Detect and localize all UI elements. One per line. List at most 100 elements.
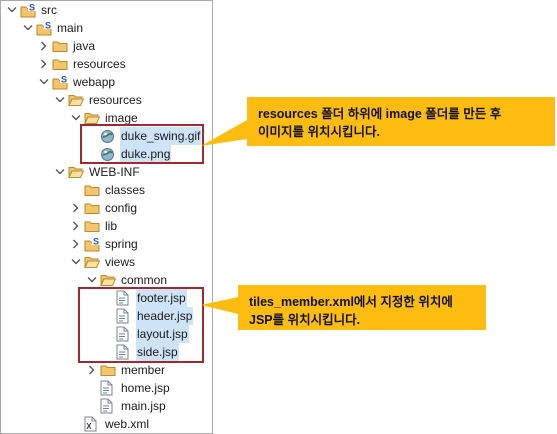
chevron-down-icon[interactable] (23, 19, 33, 37)
jsp-file-icon (100, 379, 117, 397)
tree-item-label: resources (73, 57, 126, 71)
jsp-file-icon (116, 289, 133, 307)
svg-text:X: X (86, 422, 92, 431)
tree-item-label: webapp (73, 75, 116, 89)
tree-item-footer[interactable]: footer.jsp (103, 289, 187, 307)
jsp-file-icon (116, 325, 133, 343)
folder-open-icon (84, 253, 101, 271)
svg-text:S: S (29, 3, 35, 13)
tree-item-label: common (121, 273, 168, 287)
tree-item-label: views (105, 255, 136, 269)
tree-item-label: lib (105, 219, 118, 233)
source-folder-icon: S (52, 73, 69, 91)
tree-item-label: spring (105, 237, 138, 251)
tree-item-label: side.jsp (136, 343, 179, 361)
image-callout-line-1: resources 폴더 하위에 image 폴더를 만든 후 (258, 107, 502, 121)
folder-icon (100, 361, 117, 379)
tree-item-label: duke_swing.gif (120, 127, 202, 145)
chevron-right-icon[interactable] (39, 37, 49, 55)
folder-open-icon (100, 271, 117, 289)
tree-item-label: footer.jsp (136, 289, 187, 307)
tree-item-label: java (73, 39, 96, 53)
tree-item-views[interactable]: views (71, 253, 136, 271)
tree-item-config[interactable]: config (71, 199, 138, 217)
chevron-right-icon[interactable] (87, 361, 97, 379)
chevron-down-icon[interactable] (71, 109, 81, 127)
xml-file-icon: X (84, 415, 101, 433)
tree-item-header[interactable]: header.jsp (103, 307, 194, 325)
tree-item-member[interactable]: member (87, 361, 166, 379)
jsp-files-highlight-box (78, 287, 204, 363)
tree-item-label: resources (89, 93, 142, 107)
chevron-right-icon[interactable] (71, 199, 81, 217)
source-folder-icon: S (84, 235, 101, 253)
chevron-right-icon[interactable] (71, 235, 81, 253)
folder-icon (52, 37, 69, 55)
tree-item-label: WEB-INF (89, 165, 140, 179)
jsp-file-icon (116, 307, 133, 325)
image-file-icon (100, 127, 117, 145)
tree-item-side[interactable]: side.jsp (103, 343, 179, 361)
svg-text:S: S (93, 237, 99, 247)
tree-item-label: web.xml (105, 417, 150, 431)
tree-item-resources[interactable]: resources (39, 55, 127, 73)
folder-icon (84, 199, 101, 217)
tree-item-label: layout.jsp (136, 325, 189, 343)
chevron-right-icon[interactable] (71, 217, 81, 235)
tree-item-webapp-resources[interactable]: resources (55, 91, 143, 109)
tree-item-duke-png[interactable]: duke.png (87, 145, 172, 163)
tree-item-mainjsp[interactable]: main.jsp (87, 397, 167, 415)
folder-open-icon (84, 109, 101, 127)
tree-item-label: src (41, 3, 57, 17)
folder-open-icon (68, 91, 85, 109)
folder-icon (52, 55, 69, 73)
tree-item-lib[interactable]: lib (71, 217, 118, 235)
tree-item-label: classes (105, 183, 146, 197)
tree-item-label: duke.png (120, 145, 172, 163)
tree-item-image[interactable]: image (71, 109, 139, 127)
chevron-right-icon[interactable] (39, 55, 49, 73)
tree-item-label: home.jsp (121, 381, 170, 395)
jsp-callout-line-2: JSP를 위치시킵니다. (249, 313, 361, 327)
jsp-callout-line-1: tiles_member.xml에서 지정한 위치에 (249, 295, 453, 309)
image-callout: resources 폴더 하위에 image 폴더를 만든 후 이미지를 위치시… (247, 97, 555, 146)
chevron-down-icon[interactable] (55, 163, 65, 181)
tree-item-duke-swing[interactable]: duke_swing.gif (87, 127, 202, 145)
folder-open-icon (68, 163, 85, 181)
folder-icon (84, 217, 101, 235)
tree-item-classes[interactable]: classes (71, 181, 146, 199)
tree-item-web-inf[interactable]: WEB-INF (55, 163, 141, 181)
folder-icon (84, 181, 101, 199)
tree-item-java[interactable]: java (39, 37, 96, 55)
tree-item-home[interactable]: home.jsp (87, 379, 171, 397)
svg-text:S: S (61, 75, 67, 85)
jsp-callout: tiles_member.xml에서 지정한 위치에 JSP를 위치시킵니다. (238, 285, 486, 330)
chevron-down-icon[interactable] (87, 271, 97, 289)
image-files-highlight-box (80, 124, 204, 164)
chevron-down-icon[interactable] (55, 91, 65, 109)
tree-item-label: member (121, 363, 166, 377)
jsp-file-icon (116, 343, 133, 361)
chevron-down-icon[interactable] (7, 1, 17, 19)
tree-item-label: main.jsp (121, 399, 166, 413)
image-callout-pointer (201, 120, 247, 146)
chevron-down-icon[interactable] (39, 73, 49, 91)
source-folder-icon: S (20, 1, 37, 19)
tree-item-label: main (57, 21, 84, 35)
image-file-icon (100, 145, 117, 163)
tree-item-common[interactable]: common (87, 271, 168, 289)
tree-item-label: image (105, 111, 138, 125)
tree-item-layout[interactable]: layout.jsp (103, 325, 189, 343)
tree-item-label: header.jsp (136, 307, 194, 325)
svg-text:S: S (45, 21, 51, 31)
jsp-file-icon (100, 397, 117, 415)
tree-item-label: config (105, 201, 138, 215)
chevron-down-icon[interactable] (71, 253, 81, 271)
image-callout-line-2: 이미지를 위치시킵니다. (258, 125, 380, 139)
